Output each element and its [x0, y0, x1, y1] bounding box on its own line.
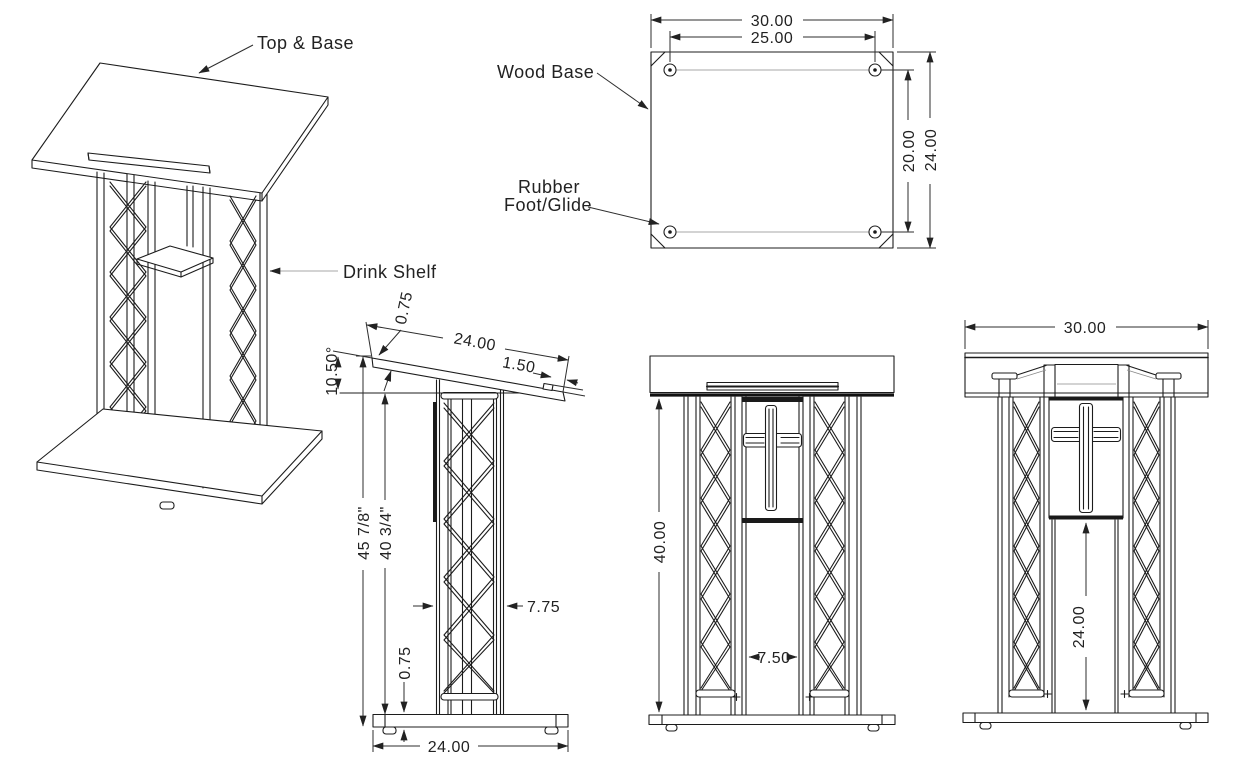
top-base-label: Top & Base	[257, 33, 354, 53]
wood-base-leader-arrow	[596, 72, 649, 110]
side-lip-height-dim: 1.50	[501, 354, 537, 377]
front-cross-panel	[742, 397, 803, 523]
iso-drink-shelf	[136, 245, 214, 278]
base-width-dim: 30.00	[751, 13, 794, 30]
back-panel-to-base-dim: 24.00	[1071, 606, 1088, 649]
back-width-dim: 30.00	[1064, 320, 1107, 337]
drink-shelf-label: Drink Shelf	[343, 262, 437, 282]
front-truss-lattice-left	[700, 401, 731, 692]
base-bottom-view: 30.00 25.00 24.00 20.00 Wood Base Rubber…	[497, 13, 940, 248]
base-corner-chamfers	[650, 51, 894, 249]
back-truss-lattice-left	[1013, 401, 1040, 692]
iso-foot	[159, 501, 175, 510]
side-overall-height-dim: 45 7/8"	[356, 506, 373, 560]
front-top-board	[649, 355, 895, 397]
side-truss-depth-dim: 7.75	[527, 599, 560, 616]
base-depth-dim: 24.00	[923, 129, 940, 172]
front-height-dim: 40.00	[652, 521, 669, 564]
rubber-foot-leader-arrow	[587, 206, 660, 226]
side-panel-edge	[433, 402, 437, 522]
iso-top-board	[31, 62, 329, 202]
front-base	[648, 714, 896, 732]
side-view: 24.00 0.75 1.50 10.50° 45 7/8" 40 3/4" 7…	[324, 290, 586, 756]
side-top-angle-dim: 10.50°	[324, 346, 341, 395]
back-cross-vertical	[1078, 402, 1094, 514]
wood-base-outline	[650, 51, 894, 249]
side-base-thickness-dim: 0.75	[397, 646, 414, 679]
back-view: 30.00 24.00	[962, 320, 1209, 730]
front-truss-lattice-right	[814, 401, 845, 692]
side-top-length-dim: 24.00	[452, 330, 497, 354]
side-top-lip	[542, 382, 554, 392]
base-foot-width-dim: 25.00	[751, 30, 794, 47]
side-base	[372, 713, 569, 735]
front-panel-width-dim: 7.50	[757, 650, 790, 667]
front-registration-marks	[732, 692, 814, 702]
iso-center-slot	[186, 185, 194, 248]
base-foot-depth-dim: 20.00	[901, 130, 918, 173]
front-view: 40.00 7.50	[648, 355, 896, 732]
back-base	[962, 712, 1209, 730]
top-base-leader-arrow	[198, 44, 254, 74]
side-base-depth-dim: 24.00	[428, 739, 471, 756]
back-columns	[997, 396, 1176, 714]
rubber-feet	[663, 63, 882, 239]
back-truss-lattice-right	[1133, 401, 1160, 692]
rubber-foot-label-line1: Rubber	[518, 177, 580, 197]
back-registration-marks	[1043, 689, 1129, 699]
wood-base-label: Wood Base	[497, 62, 594, 82]
iso-base	[36, 408, 323, 510]
side-truss-bottom-cap	[440, 692, 499, 701]
side-truss-lattice	[443, 402, 495, 694]
side-frame-height-dim: 40 3/4"	[378, 506, 395, 560]
back-top-board	[964, 352, 1209, 398]
rubber-foot-label-line2: Foot/Glide	[504, 195, 592, 215]
back-cross-panel	[1048, 396, 1124, 520]
side-top-thickness-dim: 0.75	[393, 290, 417, 326]
front-columns	[683, 396, 862, 716]
cross-vertical	[764, 404, 778, 512]
isometric-view: Top & Base Drink Shelf	[31, 33, 437, 510]
